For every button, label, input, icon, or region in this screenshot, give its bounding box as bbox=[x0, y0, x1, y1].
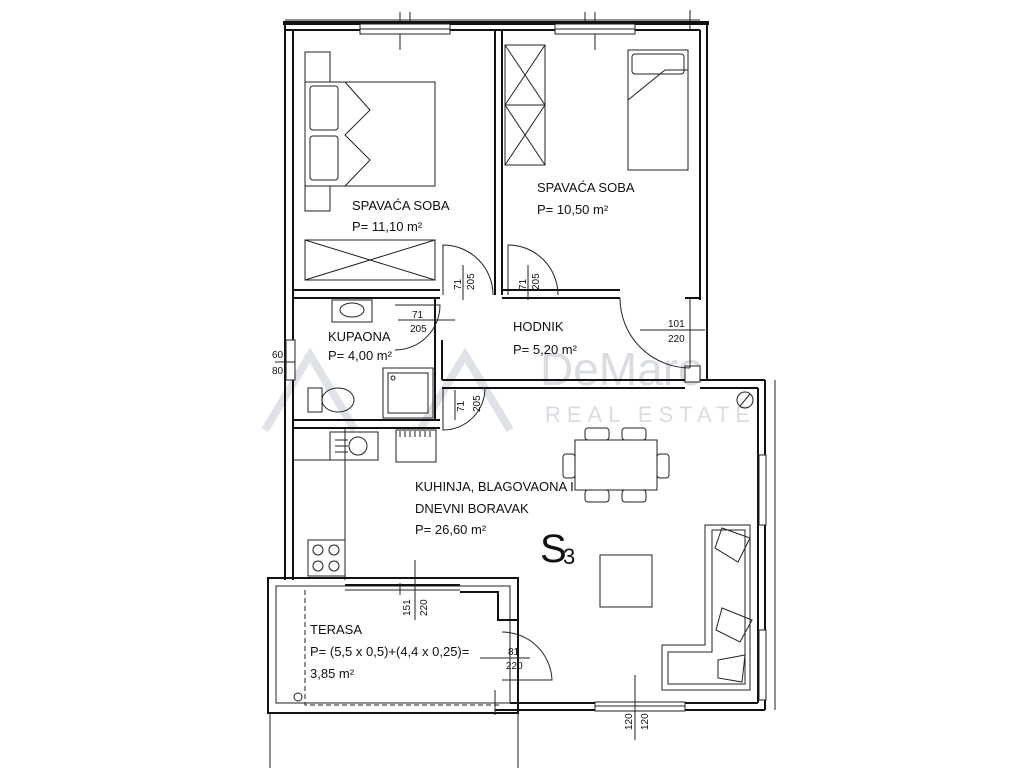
terrace bbox=[267, 577, 519, 768]
door-slide-height: 220 bbox=[419, 599, 430, 616]
bathroom-fixtures bbox=[307, 299, 434, 419]
door-bedroom2-height: 205 bbox=[531, 273, 542, 290]
window-south-width: 120 bbox=[624, 713, 635, 730]
hallway-area: P= 5,20 m² bbox=[513, 342, 578, 357]
window-east-2 bbox=[758, 629, 767, 701]
door-bathroom bbox=[394, 304, 441, 351]
door-bathroom-height: 205 bbox=[410, 324, 427, 335]
living-area: P= 26,60 m² bbox=[415, 522, 487, 537]
terrace-formula: P= (5,5 x 0,5)+(4,4 x 0,25)= bbox=[310, 644, 469, 659]
door-entry-width: 101 bbox=[668, 319, 685, 330]
bedroom1-area: P= 11,10 m² bbox=[352, 219, 423, 234]
windows bbox=[285, 23, 767, 712]
doors bbox=[394, 244, 691, 681]
oven-icon bbox=[329, 431, 379, 461]
door-bedroom2 bbox=[507, 244, 559, 296]
apartment-code-sub: 3 bbox=[563, 544, 575, 569]
door-living bbox=[442, 387, 486, 431]
dining-set-icon bbox=[562, 427, 670, 503]
nightstand-icon bbox=[304, 51, 331, 83]
interior-walls bbox=[293, 30, 701, 429]
door-living-height: 205 bbox=[472, 395, 483, 412]
bathroom-name: KUPAONA bbox=[328, 329, 391, 344]
terrace-area: 3,85 m² bbox=[310, 666, 355, 681]
window-bathroom bbox=[285, 339, 296, 381]
door-slide-width: 151 bbox=[402, 599, 413, 616]
door-bathroom-width: 71 bbox=[412, 310, 424, 321]
wardrobe-icon bbox=[304, 239, 436, 281]
watermark-brand: DeMaro bbox=[540, 343, 704, 395]
bedroom1-furniture bbox=[304, 51, 436, 281]
bathroom-area: P= 4,00 m² bbox=[328, 348, 393, 363]
window-bathroom-width: 60 bbox=[272, 350, 284, 361]
toilet-icon bbox=[307, 387, 323, 413]
door-living-width: 71 bbox=[456, 400, 467, 412]
nightstand-icon bbox=[304, 185, 331, 212]
window-east-1 bbox=[758, 454, 767, 526]
bedroom1-name: SPAVAĆA SOBA bbox=[352, 198, 450, 213]
fridge-icon bbox=[395, 429, 437, 463]
door-terrace-height: 220 bbox=[506, 661, 523, 672]
watermark-tagline: REAL ESTATE bbox=[545, 402, 756, 427]
window-south-height: 120 bbox=[640, 713, 651, 730]
door-entry-height: 220 bbox=[668, 334, 685, 345]
door-bedroom2-width: 71 bbox=[518, 278, 529, 290]
bedroom2-name: SPAVAĆA SOBA bbox=[537, 180, 635, 195]
apartment-code: S bbox=[540, 527, 567, 571]
shower-icon bbox=[382, 367, 434, 419]
door-entry bbox=[619, 297, 691, 369]
window-bathroom-height: 80 bbox=[272, 366, 284, 377]
living-name-line2: DNEVNI BORAVAK bbox=[415, 501, 529, 516]
stove-icon bbox=[307, 539, 346, 577]
bedroom2-area: P= 10,50 m² bbox=[537, 202, 609, 217]
door-bedroom1-height: 205 bbox=[466, 273, 477, 290]
coffee-table-icon bbox=[599, 554, 653, 608]
double-bed-icon bbox=[304, 81, 436, 187]
hallway-name: HODNIK bbox=[513, 319, 564, 334]
door-terrace-width: 81 bbox=[508, 647, 520, 658]
kitchen bbox=[293, 428, 437, 580]
sofa-icon bbox=[661, 524, 753, 691]
single-bed-icon bbox=[627, 49, 689, 171]
living-name-line1: KUHINJA, BLAGOVAONA I bbox=[415, 479, 574, 494]
boiler-icon bbox=[736, 391, 754, 409]
terrace-name: TERASA bbox=[310, 622, 362, 637]
dimension-ticks bbox=[275, 265, 705, 740]
door-bedroom1-width: 71 bbox=[453, 278, 464, 290]
door-terrace bbox=[501, 631, 553, 681]
sink-icon bbox=[331, 299, 373, 323]
door-bedroom1 bbox=[442, 244, 494, 296]
bedroom2-furniture bbox=[504, 44, 689, 171]
